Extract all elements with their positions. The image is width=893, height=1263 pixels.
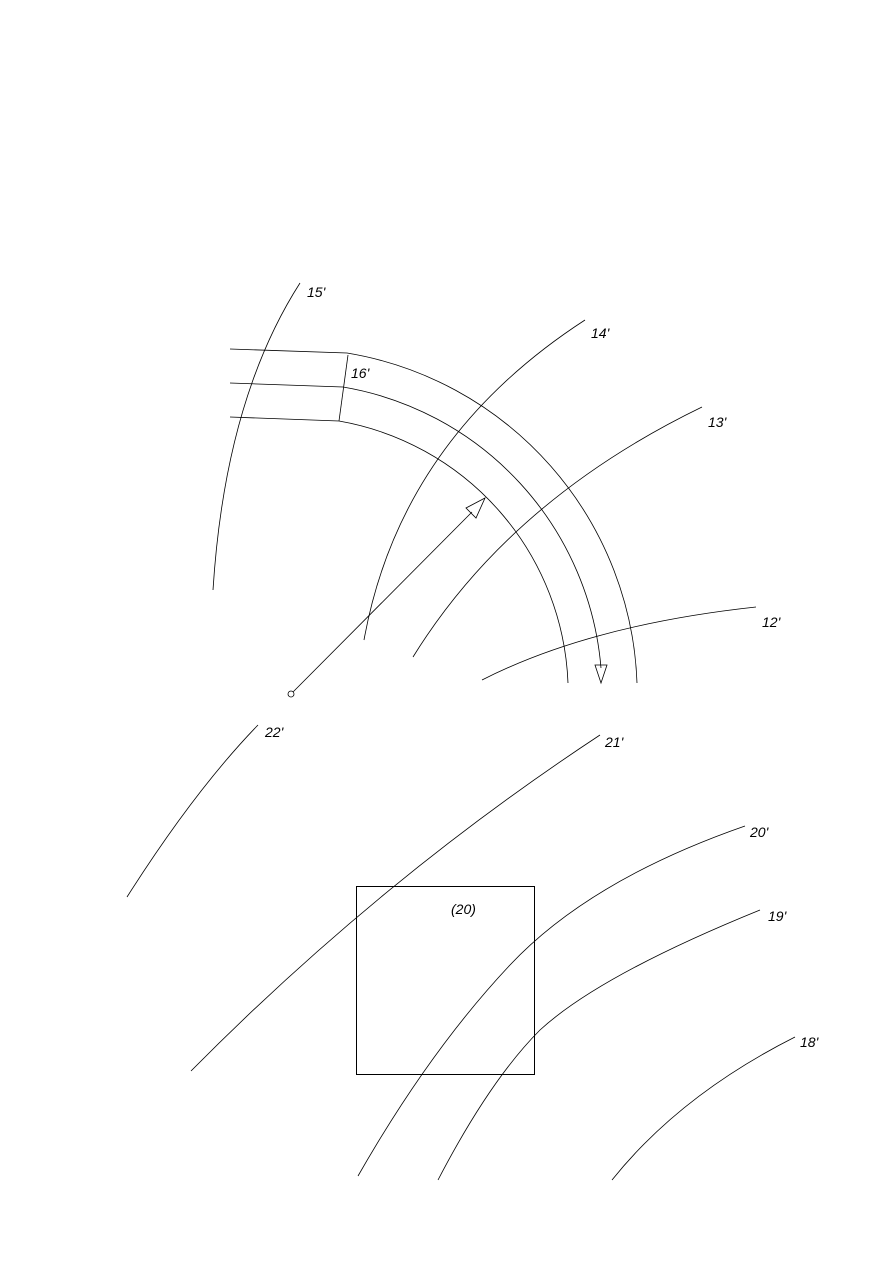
label-19: 19' (768, 908, 788, 924)
radial-arrow-shaft (292, 511, 473, 693)
region-box-20 (356, 886, 535, 1075)
middle-arc (229, 382, 602, 669)
curve-13 (412, 406, 703, 658)
label-box-20: (20) (451, 901, 476, 917)
arrowhead-down-icon (594, 664, 608, 685)
section-line-16 (338, 354, 349, 422)
label-14: 14' (591, 325, 611, 341)
label-12: 12' (762, 614, 782, 630)
outer-arc (229, 348, 638, 684)
curve-18 (611, 1036, 796, 1181)
label-15: 15' (307, 284, 327, 300)
label-20: 20' (749, 824, 770, 840)
curve-22 (126, 724, 259, 898)
curve-19 (437, 909, 761, 1181)
arrowhead-icon (465, 497, 486, 519)
inner-arc (229, 416, 569, 684)
curve-20 (357, 825, 746, 1177)
curve-21 (190, 734, 601, 1072)
curve-15 (212, 282, 301, 591)
curve-14 (363, 319, 586, 641)
origin-point (287, 690, 295, 698)
label-22: 22' (264, 724, 285, 740)
label-21: 21' (604, 734, 625, 750)
label-16: 16' (351, 365, 371, 381)
curve-12 (481, 606, 757, 681)
label-18: 18' (800, 1034, 820, 1050)
label-13: 13' (708, 414, 728, 430)
